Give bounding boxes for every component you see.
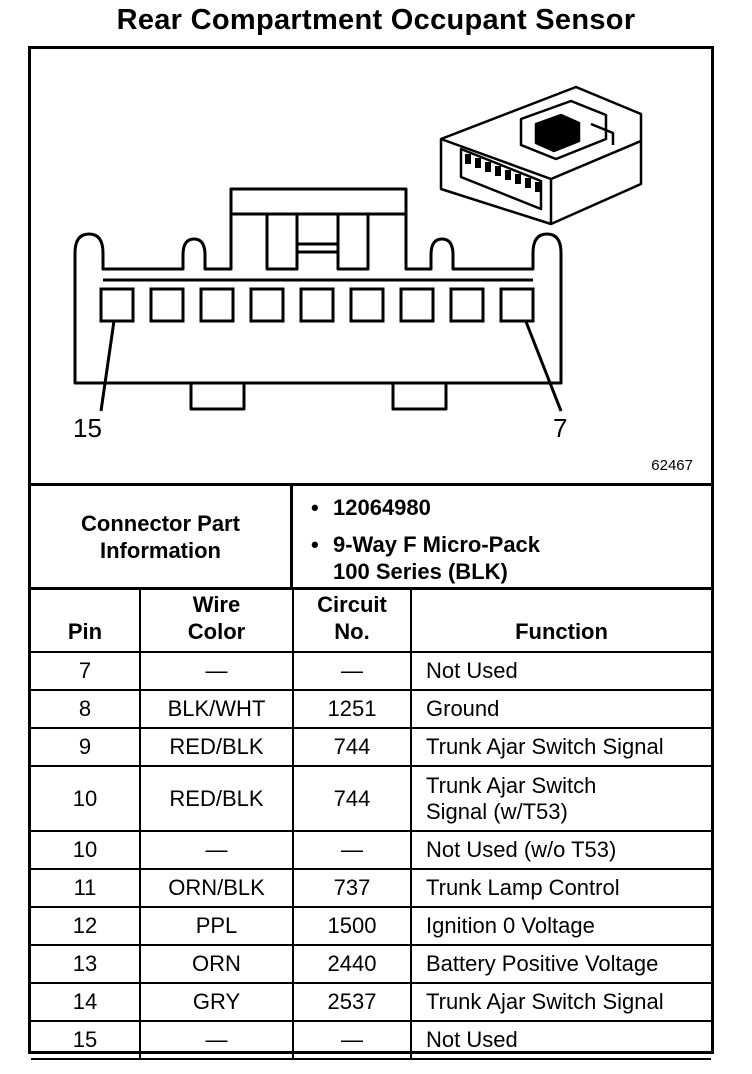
bottom-key-right bbox=[391, 383, 448, 411]
table-row: 11 ORN/BLK 737 Trunk Lamp Control bbox=[31, 868, 711, 908]
wire-cell: — bbox=[139, 651, 294, 691]
cavity-9 bbox=[399, 287, 435, 323]
function-cell: Trunk Lamp Control bbox=[410, 868, 711, 908]
function-cell: Trunk Ajar Switch Signal bbox=[410, 727, 711, 767]
circuit-cell: 744 bbox=[292, 765, 412, 832]
table-row: 8 BLK/WHT 1251 Ground bbox=[31, 689, 711, 729]
table-row: 12 PPL 1500 Ignition 0 Voltage bbox=[31, 906, 711, 946]
circuit-cell: 1500 bbox=[292, 906, 412, 946]
table-row: 9 RED/BLK 744 Trunk Ajar Switch Signal bbox=[31, 727, 711, 767]
function-cell: Trunk Ajar Switch Signal bbox=[410, 982, 711, 1022]
cavity-11 bbox=[299, 287, 335, 323]
circuit-cell: — bbox=[292, 651, 412, 691]
pin-cell: 10 bbox=[31, 765, 141, 832]
pin-cell: 9 bbox=[31, 727, 141, 767]
circuit-cell: 2537 bbox=[292, 982, 412, 1022]
info-label-line1: Connector Part bbox=[81, 510, 240, 536]
latch-left bbox=[265, 212, 299, 271]
circuit-cell: 2440 bbox=[292, 944, 412, 984]
pin-cell: 11 bbox=[31, 868, 141, 908]
wire-cell: ORN bbox=[139, 944, 294, 984]
figure-number: 62467 bbox=[651, 457, 693, 474]
function-cell: Not Used (w/o T53) bbox=[410, 830, 711, 870]
connector-part-info: Connector Part Information • 12064980 • … bbox=[31, 483, 711, 590]
function-cell: Ground bbox=[410, 689, 711, 729]
wire-cell: PPL bbox=[139, 906, 294, 946]
cavity-8 bbox=[449, 287, 485, 323]
wire-cell: RED/BLK bbox=[139, 765, 294, 832]
table-row: 10 — — Not Used (w/o T53) bbox=[31, 830, 711, 870]
wire-cell: RED/BLK bbox=[139, 727, 294, 767]
function-cell: Not Used bbox=[410, 651, 711, 691]
info-label-line2: Information bbox=[100, 537, 221, 563]
function-cell: Battery Positive Voltage bbox=[410, 944, 711, 984]
cavity-7 bbox=[499, 287, 535, 323]
wire-cell: BLK/WHT bbox=[139, 689, 294, 729]
wire-cell: — bbox=[139, 1020, 294, 1060]
circuit-cell: — bbox=[292, 830, 412, 870]
circuit-cell: — bbox=[292, 1020, 412, 1060]
pin-cell: 8 bbox=[31, 689, 141, 729]
cavity-12 bbox=[249, 287, 285, 323]
description-line2: 100 Series (BLK) bbox=[333, 559, 508, 584]
pin-cell: 10 bbox=[31, 830, 141, 870]
description-line1: 9-Way F Micro-Pack bbox=[333, 532, 541, 557]
wire-cell: — bbox=[139, 830, 294, 870]
header-pin: Pin bbox=[31, 587, 141, 653]
connector-part-details: • 12064980 • 9-Way F Micro-Pack 100 Seri… bbox=[293, 486, 711, 587]
page-title: Rear Compartment Occupant Sensor bbox=[116, 4, 636, 36]
bottom-key-left bbox=[189, 383, 246, 411]
connector-isometric-view bbox=[439, 85, 643, 226]
wire-cell: GRY bbox=[139, 982, 294, 1022]
table-row: 15 — — Not Used bbox=[31, 1020, 711, 1060]
pin-cell: 12 bbox=[31, 906, 141, 946]
header-function: Function bbox=[410, 587, 711, 653]
function-line2: Signal (w/T53) bbox=[426, 798, 568, 824]
function-cell: Not Used bbox=[410, 1020, 711, 1060]
part-number: 12064980 bbox=[333, 495, 431, 520]
bullet-icon: • bbox=[311, 495, 319, 520]
connector-drawing: 15 7 62467 bbox=[31, 49, 711, 479]
pin-cell: 7 bbox=[31, 651, 141, 691]
cavity-15 bbox=[99, 287, 135, 323]
table-row: 7 — — Not Used bbox=[31, 651, 711, 691]
table-row: 13 ORN 2440 Battery Positive Voltage bbox=[31, 944, 711, 984]
circuit-cell: 737 bbox=[292, 868, 412, 908]
cavity-13 bbox=[199, 287, 235, 323]
pin-7-label: 7 bbox=[553, 413, 568, 443]
description-item: • 9-Way F Micro-Pack 100 Series (BLK) bbox=[311, 531, 711, 585]
function-cell: Trunk Ajar Switch Signal (w/T53) bbox=[410, 765, 711, 832]
bullet-icon: • bbox=[311, 532, 319, 557]
cavity-14 bbox=[149, 287, 185, 323]
pin-cell: 15 bbox=[31, 1020, 141, 1060]
wire-cell: ORN/BLK bbox=[139, 868, 294, 908]
pin-cell: 14 bbox=[31, 982, 141, 1022]
function-line1: Trunk Ajar Switch bbox=[426, 772, 597, 798]
diagram-frame: 15 7 62467 Connector Part Information • … bbox=[28, 46, 714, 1060]
pin-cell: 13 bbox=[31, 944, 141, 984]
pin-15-label: 15 bbox=[73, 413, 102, 443]
cavity-10 bbox=[349, 287, 385, 323]
connector-part-info-label: Connector Part Information bbox=[31, 486, 293, 587]
latch-right bbox=[336, 212, 370, 271]
connector-body-outline bbox=[73, 187, 563, 385]
cavity-row bbox=[99, 287, 535, 323]
table-row: 10 RED/BLK 744 Trunk Ajar Switch Signal … bbox=[31, 765, 711, 832]
connector-face-diagram bbox=[73, 85, 643, 412]
circuit-cell: 744 bbox=[292, 727, 412, 767]
part-number-item: • 12064980 bbox=[311, 494, 711, 521]
function-cell: Ignition 0 Voltage bbox=[410, 906, 711, 946]
circuit-cell: 1251 bbox=[292, 689, 412, 729]
table-row: 14 GRY 2537 Trunk Ajar Switch Signal bbox=[31, 982, 711, 1022]
